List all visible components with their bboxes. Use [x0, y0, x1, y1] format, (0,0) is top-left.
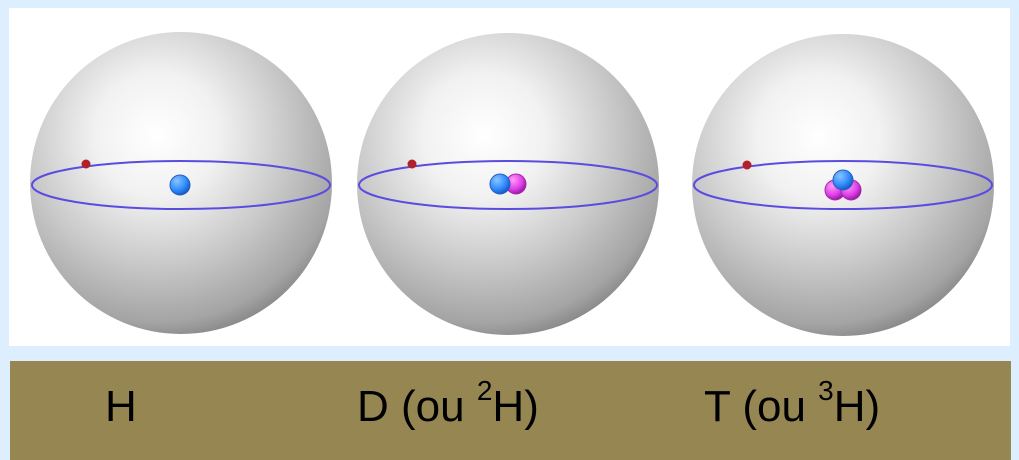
deuterium-mass-number: 2	[477, 375, 493, 406]
tritium-alt-suffix: )	[866, 382, 881, 431]
hydrogen-electron	[82, 160, 91, 169]
deuterium-alt-base: H	[492, 382, 524, 431]
tritium-electron	[743, 161, 752, 170]
tritium-mass-number: 3	[818, 375, 834, 406]
deuterium-alt-prefix: (ou	[389, 382, 477, 431]
tritium-alt-base: H	[834, 382, 866, 431]
deuterium-atom	[357, 33, 659, 335]
deuterium-electron	[408, 160, 417, 169]
hydrogen-proton	[170, 175, 190, 195]
tritium-symbol: T	[704, 382, 730, 431]
hydrogen-atom	[30, 32, 332, 334]
label-tritium: T (ou 3H)	[704, 381, 880, 433]
deuterium-symbol: D	[357, 382, 389, 431]
deuterium-alt-suffix: )	[524, 382, 539, 431]
atom-drawing	[0, 0, 1019, 350]
tritium-atom	[692, 34, 994, 336]
label-deuterium: D (ou 2H)	[357, 381, 539, 433]
label-hydrogen: H	[105, 381, 137, 433]
tritium-alt-prefix: (ou	[730, 382, 818, 431]
hydrogen-symbol: H	[105, 382, 137, 431]
deuterium-proton	[490, 174, 510, 194]
tritium-proton	[833, 170, 853, 190]
